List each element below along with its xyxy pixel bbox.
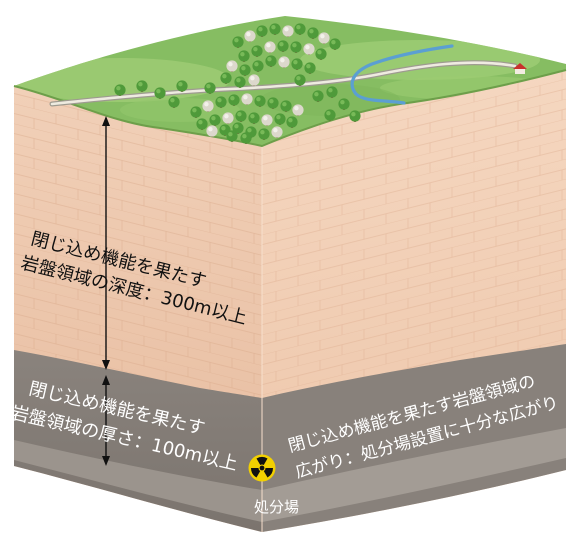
tree: [154, 87, 166, 99]
tree: [278, 56, 290, 68]
tree: [315, 48, 327, 60]
tree: [294, 23, 306, 35]
tree: [277, 40, 289, 52]
thickness-arrow: [102, 375, 110, 466]
arrowhead-up-icon: [102, 116, 110, 126]
tree: [269, 23, 281, 35]
tree: [235, 110, 247, 122]
tree: [292, 104, 304, 116]
facility-layer-right: [262, 428, 566, 522]
tree: [248, 112, 260, 124]
tree: [226, 60, 238, 72]
tree: [318, 32, 330, 44]
tree: [232, 122, 244, 134]
tree: [232, 36, 244, 48]
tree: [338, 98, 350, 110]
tree: [238, 50, 250, 62]
terrain-front-rim: [13, 69, 567, 148]
tree: [264, 41, 276, 53]
tree: [267, 97, 279, 109]
tree: [312, 90, 324, 102]
tree: [244, 30, 256, 42]
house-icon: [513, 63, 527, 74]
tree: [228, 94, 240, 106]
tree: [215, 96, 227, 108]
tree: [176, 80, 188, 92]
river: [350, 44, 454, 105]
tree: [294, 74, 306, 86]
tree: [265, 55, 277, 67]
arrowhead-down-icon: [102, 456, 110, 466]
tree: [251, 45, 263, 57]
tree: [226, 130, 238, 142]
tree-group: [114, 23, 361, 144]
tree: [204, 82, 216, 94]
tree: [206, 125, 218, 137]
tree: [258, 128, 270, 140]
tree: [190, 106, 202, 118]
tree: [291, 58, 303, 70]
tree: [239, 64, 251, 76]
tree: [220, 72, 232, 84]
radiation-icon: [248, 454, 276, 482]
tree: [168, 96, 180, 108]
tree: [248, 74, 260, 86]
tree: [196, 118, 208, 130]
tree: [202, 100, 214, 112]
tree: [256, 25, 268, 37]
arrowhead-down-icon: [102, 360, 110, 370]
tree: [209, 114, 221, 126]
tree: [254, 95, 266, 107]
tree: [136, 80, 148, 92]
facility-label: 処分場: [254, 498, 299, 516]
tree: [304, 62, 316, 74]
tree: [286, 116, 298, 128]
tree: [241, 93, 253, 105]
tree: [240, 132, 252, 144]
tree: [324, 109, 336, 121]
tree: [326, 86, 338, 98]
depth-arrow: [102, 116, 110, 370]
tree: [280, 100, 292, 112]
arrowhead-up-icon: [102, 375, 110, 385]
tree: [271, 126, 283, 138]
tree: [252, 60, 264, 72]
tree: [307, 27, 319, 39]
tree: [234, 76, 246, 88]
tree: [282, 25, 294, 37]
tree: [329, 38, 341, 50]
tree: [274, 113, 286, 125]
facility-layer-left: [14, 440, 262, 522]
tree: [349, 110, 361, 122]
tree: [290, 41, 302, 53]
tree: [114, 84, 126, 96]
tree: [261, 114, 273, 126]
tree: [222, 112, 234, 124]
tree: [303, 43, 315, 55]
